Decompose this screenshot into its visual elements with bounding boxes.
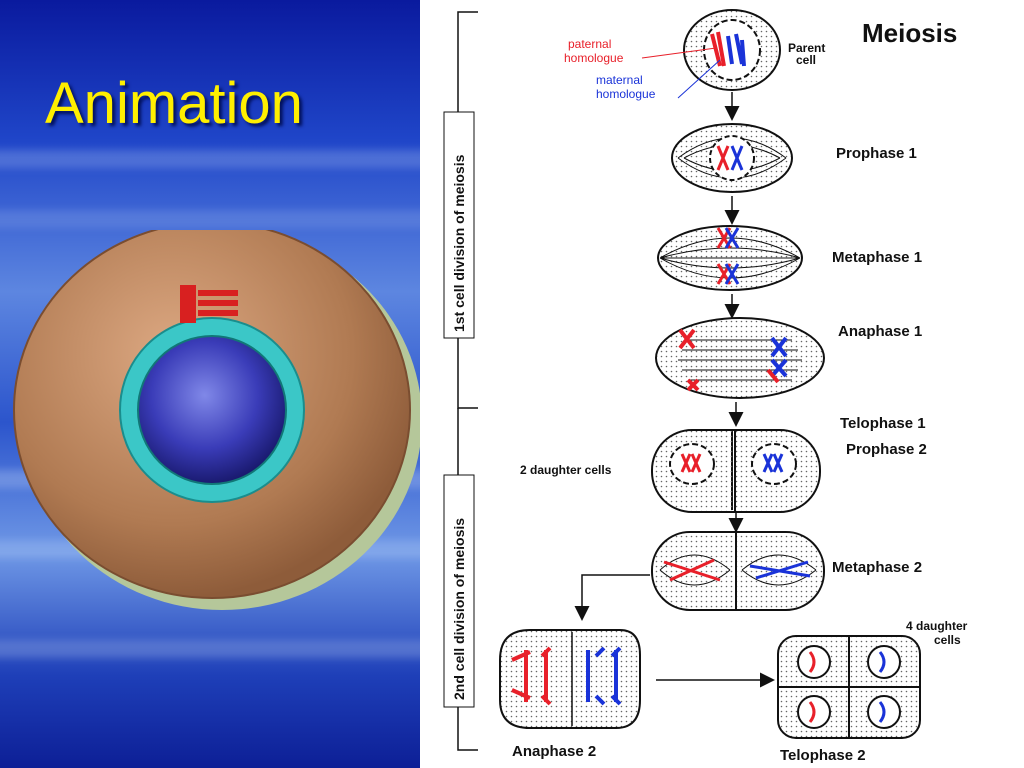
telophase1-label: Telophase 1 [840, 415, 926, 432]
anaphase2-label: Anaphase 2 [512, 743, 596, 760]
metaphase1-label: Metaphase 1 [832, 249, 922, 266]
two-daughter-label: 2 daughter cells [520, 463, 612, 477]
telophase2-cells [777, 635, 921, 739]
nucleus [137, 335, 287, 485]
parent-cell-label-1: Parent [788, 41, 825, 55]
maternal-label-1: maternal [596, 73, 643, 87]
slide-title: Animation [45, 71, 303, 136]
metaphase1-cell [657, 225, 803, 291]
anaphase1-label: Anaphase 1 [838, 323, 922, 340]
maternal-label-2: homologue [596, 87, 656, 101]
metaphase2-cells [651, 531, 825, 611]
paternal-label-1: paternal [568, 37, 611, 51]
prophase1-label: Prophase 1 [836, 145, 917, 162]
metaphase2-label: Metaphase 2 [832, 559, 922, 576]
paternal-pointer [641, 47, 717, 59]
division-2-label: 2nd cell division of meiosis [451, 518, 467, 700]
prophase2-label: Prophase 2 [846, 441, 927, 458]
parent-cell-label-2: cell [796, 53, 816, 67]
animation-panel: Animation [0, 0, 420, 768]
maternal-pointer [677, 59, 721, 99]
prophase1-cell [671, 123, 793, 193]
background-streak [0, 150, 420, 168]
animated-cell [13, 230, 420, 610]
division-1-box [443, 111, 475, 339]
telophase1-cells [651, 429, 821, 513]
four-daughter-label-2: cells [934, 633, 961, 647]
division-2-box [443, 474, 475, 708]
division-1-label: 1st cell division of meiosis [451, 154, 467, 332]
arrow [574, 574, 650, 621]
diagram-title: Meiosis [862, 18, 957, 48]
meiosis-diagram: 1st cell division of meiosis 2nd cell di… [443, 9, 968, 764]
anaphase1-cell [655, 317, 825, 399]
telophase2-label: Telophase 2 [780, 747, 866, 764]
four-daughter-label-1: 4 daughter [906, 619, 968, 633]
paternal-label-2: homologue [564, 51, 624, 65]
background-streak [0, 210, 420, 228]
background-streak [0, 640, 420, 658]
chromosome [180, 285, 238, 323]
anaphase2-cells [499, 629, 641, 729]
